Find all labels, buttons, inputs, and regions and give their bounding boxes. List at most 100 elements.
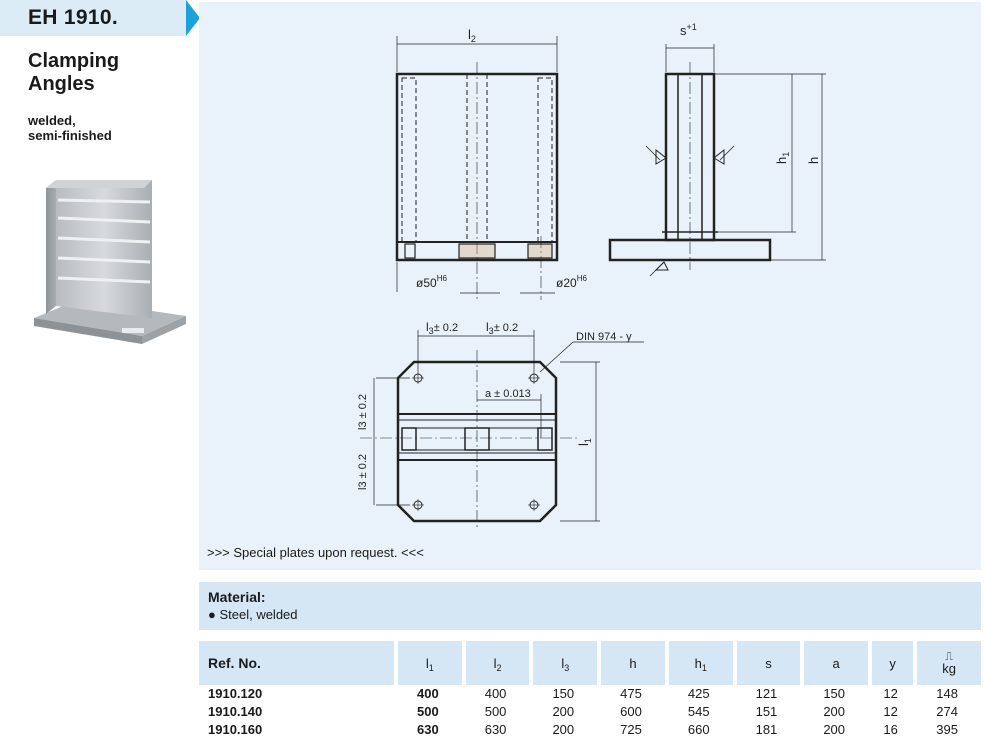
label-d50-val: ø50 — [416, 276, 437, 290]
cell-kg: 148 — [936, 686, 958, 701]
header-l2: l2 — [461, 641, 530, 685]
cell-y: 16 — [883, 722, 898, 737]
label-l1-sym: l — [576, 443, 591, 446]
label-l2: l2 — [468, 27, 476, 44]
spec-table: Ref. No. l1 l2 l3 h h1 s a y ⎍ kg 1910.1 — [199, 641, 981, 739]
cell-a: 150 — [823, 686, 846, 701]
cell-a: 200 — [823, 704, 846, 719]
side-view — [608, 44, 826, 277]
label-d50-tol: H6 — [437, 274, 448, 283]
label-l2-sym: l — [468, 27, 471, 42]
cell-h1: 425 — [687, 686, 710, 701]
cell-ref: 1910.160 — [208, 722, 263, 737]
table-header-row: Ref. No. l1 l2 l3 h h1 s a y ⎍ kg — [199, 641, 981, 685]
label-h1-sub: 1 — [781, 152, 791, 157]
cell-a: 200 — [823, 722, 846, 737]
header-l1-sym: l — [425, 655, 429, 671]
label-l3-top-b-tol: ± 0.2 — [494, 322, 518, 334]
cell-l2: 500 — [484, 704, 507, 719]
header-y-sym: y — [889, 655, 896, 671]
label-d50: ø50H6 — [416, 274, 447, 290]
drawing-panel — [199, 2, 981, 570]
product-title: Clamping Angles — [28, 50, 120, 95]
title-arrow-icon — [186, 0, 200, 36]
cell-h: 475 — [620, 686, 642, 701]
product-photo — [34, 180, 186, 344]
cell-s: 151 — [755, 704, 778, 719]
weight-icon: ⎍ — [945, 650, 953, 663]
header-h1-sym: h — [694, 655, 702, 671]
technical-drawing: l2 ø50H6 ø20H6 s+1 h1 h — [357, 22, 826, 530]
description-line-1: welded, — [28, 113, 76, 128]
cell-l3: 200 — [552, 704, 575, 719]
header-a: a — [800, 641, 869, 685]
label-l3-side-a: l3 ± 0.2 — [357, 394, 369, 430]
label-a: a ± 0.013 — [485, 388, 531, 400]
header-kg: ⎍ kg — [913, 641, 981, 685]
cell-l1: 630 — [417, 722, 439, 737]
header-l1: l1 — [394, 641, 462, 685]
cell-l3: 150 — [552, 686, 575, 701]
cell-l1: 500 — [417, 704, 439, 719]
cell-h: 600 — [620, 704, 642, 719]
cell-h: 725 — [620, 722, 642, 737]
header-kg-label: kg — [942, 660, 956, 676]
label-l3-top-a-sym: l — [426, 320, 429, 334]
cell-ref: 1910.120 — [208, 686, 263, 701]
header-h-sym: h — [629, 655, 637, 671]
material-item: ● Steel, welded — [208, 607, 298, 622]
label-h1: h1 — [774, 152, 791, 164]
label-l3-top-b-sub: 3 — [489, 326, 494, 336]
header-l2-sub: 2 — [496, 662, 502, 673]
header-y: y — [868, 641, 914, 685]
cell-y: 12 — [883, 704, 898, 719]
cell-h1: 545 — [687, 704, 710, 719]
header-l3-sub: 3 — [564, 662, 570, 673]
cell-ref: 1910.140 — [208, 704, 263, 719]
cell-l2: 630 — [484, 722, 507, 737]
label-l1: l1 — [576, 438, 593, 446]
header-s-sym: s — [765, 655, 772, 671]
header-l3: l3 — [529, 641, 598, 685]
cell-l1: 400 — [417, 686, 439, 701]
label-d20-tol: H6 — [577, 274, 588, 283]
cell-l2: 400 — [484, 686, 507, 701]
label-d20-val: ø20 — [556, 276, 577, 290]
label-l1-sub: 1 — [583, 438, 593, 443]
label-l3-top-b: l3± 0.2 — [486, 320, 518, 336]
label-l3-top-a-tol: ± 0.2 — [434, 322, 458, 334]
label-l2-sub: 2 — [471, 34, 476, 44]
label-din: DIN 974 - y — [576, 331, 632, 343]
product-description: welded, semi-finished — [28, 113, 112, 143]
table-row: 1910.140 500 500 200 600 545 151 200 12 … — [199, 703, 981, 721]
label-l3-side-b: l3 ± 0.2 — [357, 454, 369, 490]
header-a-sym: a — [832, 655, 840, 671]
label-h1-sym: h — [774, 157, 789, 164]
label-h: h — [806, 157, 821, 164]
top-view — [360, 330, 644, 530]
label-s-sym: s — [680, 23, 687, 38]
header-h1-sub: 1 — [701, 662, 707, 673]
header-ref: Ref. No. — [199, 641, 394, 685]
label-l3-top-a-sub: 3 — [429, 326, 434, 336]
table-row: 1910.160 630 630 200 725 660 181 200 16 … — [199, 721, 981, 739]
header-s: s — [732, 641, 801, 685]
cell-s: 121 — [755, 686, 778, 701]
description-line-2: semi-finished — [28, 128, 112, 143]
header-h: h — [597, 641, 665, 685]
label-l3-top-b-sym: l — [486, 320, 489, 334]
header-l2-sym: l — [493, 655, 497, 671]
table-row: 1910.120 400 400 150 475 425 121 150 12 … — [199, 685, 981, 703]
label-s: s+1 — [680, 22, 697, 38]
cell-kg: 395 — [936, 722, 958, 737]
label-l3-top-a: l3± 0.2 — [426, 320, 458, 336]
cell-l3: 200 — [552, 722, 575, 737]
cell-h1: 660 — [687, 722, 710, 737]
page-title: EH 1910. — [28, 6, 118, 29]
front-view — [395, 36, 559, 300]
kg-wrap: ⎍ kg — [942, 651, 956, 675]
special-plates-note: >>> Special plates upon request. <<< — [207, 545, 424, 560]
cell-s: 181 — [755, 722, 778, 737]
label-s-sup: +1 — [687, 22, 697, 32]
cell-y: 12 — [883, 686, 898, 701]
